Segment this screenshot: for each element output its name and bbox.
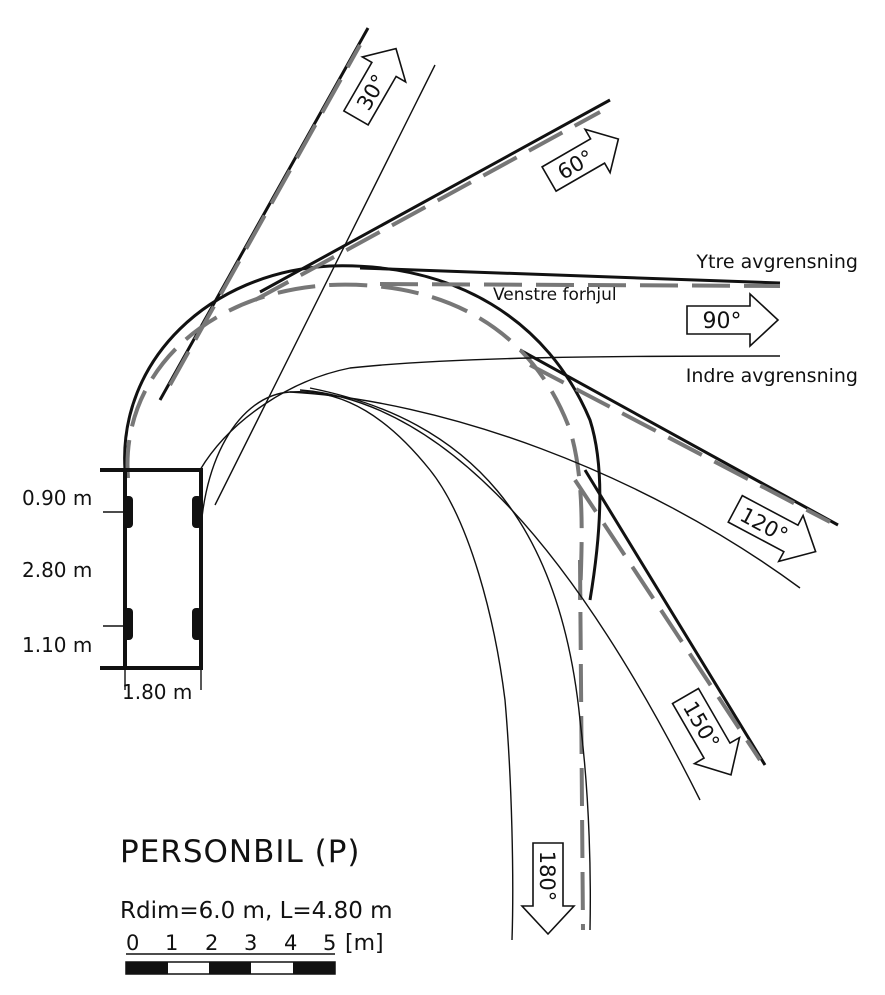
vehicle-specs: Rdim=6.0 m, L=4.80 m: [120, 898, 393, 924]
inner-curve-120: [289, 391, 801, 589]
arrow-60: 60°: [540, 128, 620, 193]
rear-right-wheel: [192, 608, 202, 640]
arrow-120: 120°: [727, 494, 817, 563]
wheel-path-60: [254, 110, 601, 302]
left-front-wheel-curve: [125, 282, 584, 601]
outer-boundary-90: [359, 266, 781, 285]
arrow-180: 180°: [520, 842, 576, 936]
arrow-90-label: 90°: [703, 309, 742, 334]
rear-left-wheel: [123, 608, 133, 640]
wheel-path-30: [168, 44, 362, 386]
outer-boundary-60: [259, 98, 611, 294]
rear-overhang-label: 1.10 m: [22, 633, 92, 657]
scale-tick-3: 3: [244, 931, 257, 955]
width-label: 1.80 m: [122, 680, 192, 704]
wheel-path-90: [379, 282, 781, 288]
inner-boundary-label: Indre avgrensning: [686, 365, 858, 387]
scale-tick-5: 5: [323, 931, 336, 955]
arrow-90: 90°: [686, 292, 780, 348]
wheel-path-120: [529, 363, 831, 524]
wheelbase-label: 2.80 m: [22, 558, 92, 582]
arrow-180-label: 180°: [535, 851, 559, 902]
inner-curve-180: [309, 387, 592, 931]
front-overhang-label: 0.90 m: [22, 486, 92, 510]
car-outline: [100, 468, 203, 690]
scale-tick-2: 2: [205, 931, 218, 955]
inner-line-30: [214, 64, 436, 506]
front-left-wheel: [123, 496, 133, 528]
inner-curve-90: [199, 355, 781, 471]
arrow-30: 30°: [342, 47, 407, 127]
front-right-wheel: [192, 496, 202, 528]
scale-tick-4: 4: [284, 931, 297, 955]
scale-tick-1: 1: [165, 931, 178, 955]
arrow-150: 150°: [671, 687, 741, 776]
scale-unit: [m]: [345, 931, 384, 956]
outer-boundary-label: Ytre avgrensning: [695, 251, 858, 273]
inner-boundary-curve: [199, 390, 514, 941]
vehicle-title: PERSONBIL (P): [120, 834, 361, 870]
inner-curve-150: [299, 389, 701, 801]
outer-boundary-120: [519, 348, 839, 527]
outer-boundary-150: [583, 469, 767, 766]
scale-bar: 0 1 2 3 4 5 [m]: [125, 931, 384, 975]
wheel-path-150: [573, 478, 762, 762]
left-front-wheel-label: Venstre forhjul: [493, 285, 617, 305]
outer-boundary-curve: [123, 264, 602, 601]
wheel-path-180: [578, 559, 585, 931]
scale-tick-0: 0: [126, 931, 139, 955]
